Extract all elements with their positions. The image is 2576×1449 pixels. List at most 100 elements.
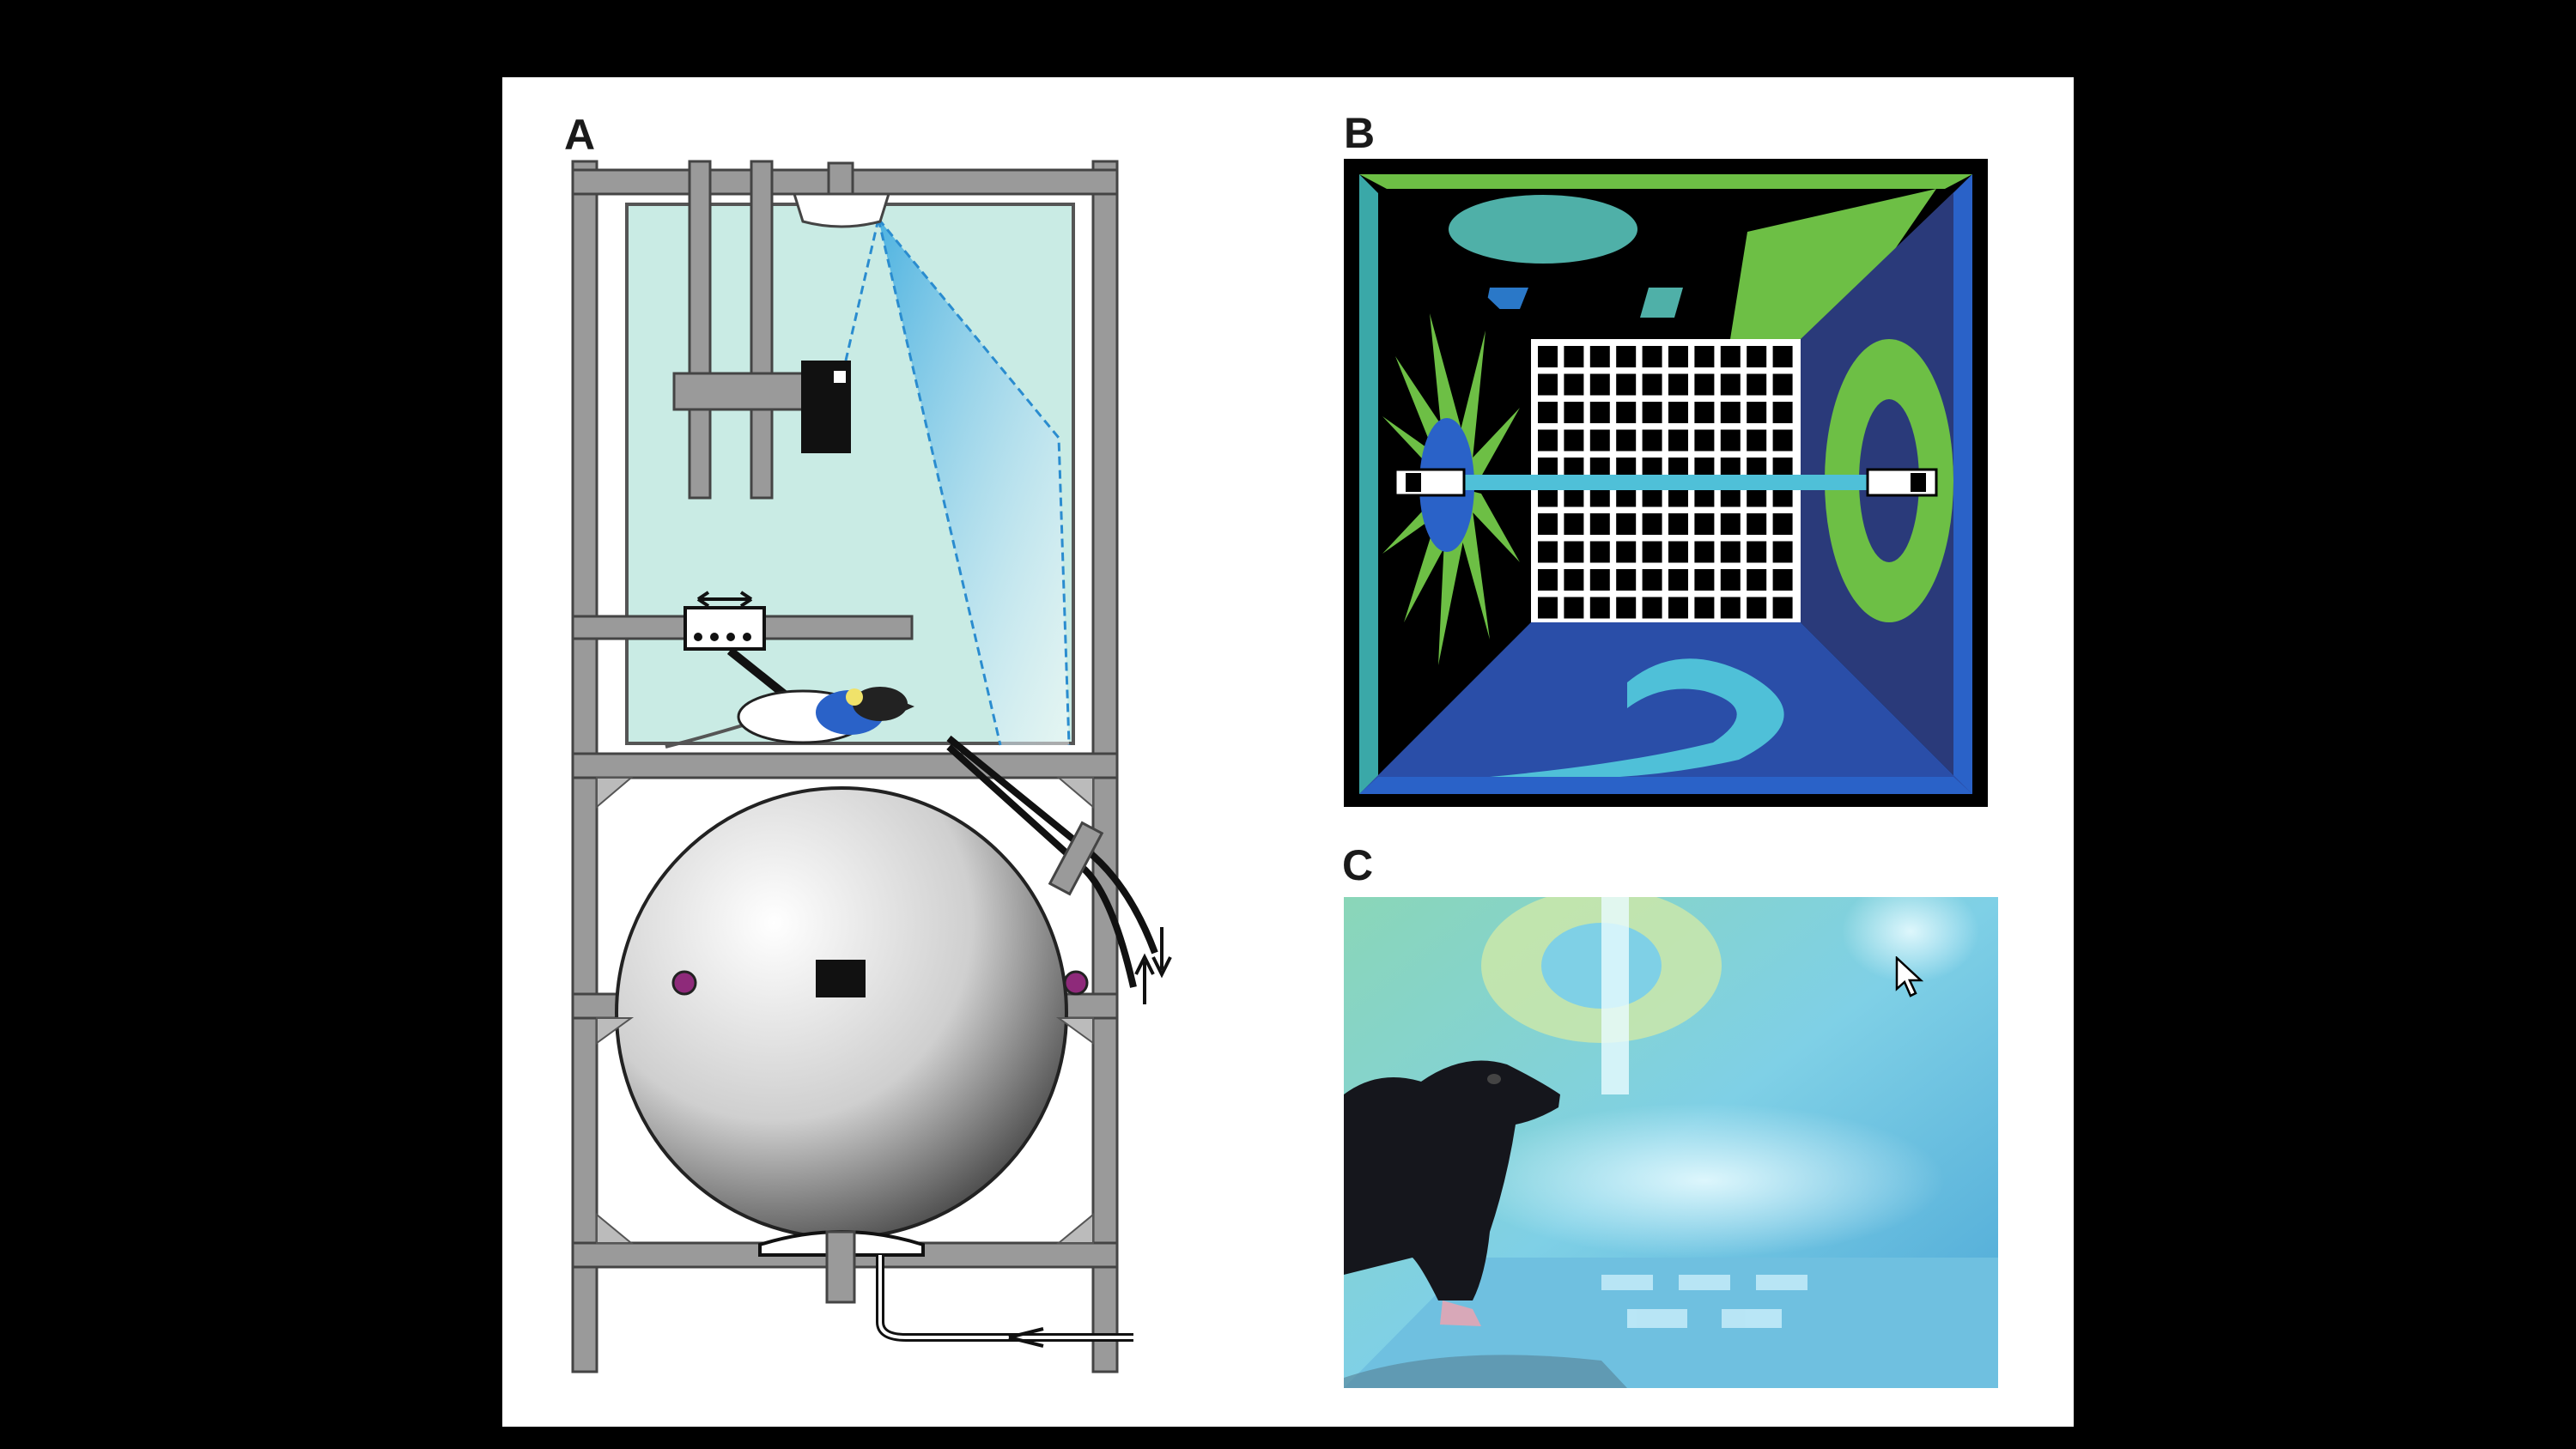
grid-cell — [1564, 541, 1584, 563]
grid-cell — [1616, 402, 1637, 423]
rat-illustration — [665, 687, 914, 749]
grid-cell — [1538, 402, 1558, 423]
grid-cell — [1694, 429, 1715, 452]
grid-cell — [1720, 346, 1741, 367]
projector-lens — [792, 192, 891, 228]
grid-cell — [1694, 541, 1715, 563]
grid-cell — [1720, 458, 1741, 479]
grid-cell — [1538, 569, 1558, 591]
grid-cell — [1694, 373, 1715, 396]
grid-cell — [1642, 541, 1662, 563]
apparatus-schematic — [571, 160, 1172, 1373]
grid-cell — [1564, 458, 1584, 479]
grid-cell — [1616, 513, 1637, 535]
grid-cell — [1772, 569, 1793, 591]
grid-cell — [1564, 513, 1584, 535]
grid-cell — [1720, 429, 1741, 452]
grid-cell — [1694, 458, 1715, 479]
grid-cell — [1564, 346, 1584, 367]
grid-cell — [1668, 485, 1688, 507]
grid-cell — [1668, 346, 1688, 367]
grid-cell — [1589, 429, 1610, 452]
grid-cell — [1616, 485, 1637, 507]
grid-cell — [1720, 373, 1741, 396]
grid-cell — [1772, 373, 1793, 396]
grid-cell — [1720, 597, 1741, 619]
grid-cell — [1642, 373, 1662, 396]
grid-cell — [1668, 429, 1688, 452]
rat-silhouette — [1344, 1060, 1560, 1326]
grid-cell — [1694, 402, 1715, 423]
grid-cell — [1772, 402, 1793, 423]
panel-label-b: B — [1344, 109, 1376, 157]
room-center-bar — [1404, 475, 1936, 490]
grid-cell — [1642, 402, 1662, 423]
grid-cell — [1642, 513, 1662, 535]
virtual-room-view — [1344, 159, 1988, 807]
grid-cell — [1668, 373, 1688, 396]
grid-cell — [1772, 485, 1793, 507]
grid-cell — [1589, 569, 1610, 591]
grid-cell — [1720, 485, 1741, 507]
projection-beam — [878, 219, 1069, 745]
grid-cell — [1747, 513, 1767, 535]
grid-cell — [1642, 458, 1662, 479]
grid-cell — [1668, 597, 1688, 619]
grid-cell — [1720, 513, 1741, 535]
grid-cell — [1747, 597, 1767, 619]
grid-cell — [1747, 373, 1767, 396]
air-supported-sphere — [615, 786, 1068, 1240]
grid-cell — [1616, 597, 1637, 619]
grid-cell — [1747, 458, 1767, 479]
mouse-pointer-icon — [1895, 956, 1924, 997]
grid-cell — [1642, 429, 1662, 452]
grid-cell — [1642, 569, 1662, 591]
grid-cell — [1616, 429, 1637, 452]
grid-cell — [1694, 513, 1715, 535]
grid-cell — [1720, 402, 1741, 423]
grid-cell — [1747, 402, 1767, 423]
grid-cell — [1589, 402, 1610, 423]
panel-label-a: A — [564, 111, 596, 159]
grid-cells — [1538, 346, 1793, 619]
grid-cell — [1642, 485, 1662, 507]
grid-cell — [1772, 513, 1793, 535]
grid-cell — [1564, 597, 1584, 619]
figure-panel: A B C — [502, 77, 2074, 1427]
grid-cell — [1589, 346, 1610, 367]
grid-cell — [1589, 373, 1610, 396]
tether-slider — [683, 606, 766, 651]
grid-cell — [1694, 346, 1715, 367]
grid-cell — [1668, 541, 1688, 563]
grid-cell — [1694, 597, 1715, 619]
grid-cell — [1747, 346, 1767, 367]
grid-cell — [1538, 541, 1558, 563]
grid-cell — [1589, 458, 1610, 479]
grid-cell — [1589, 513, 1610, 535]
grid-cell — [1720, 569, 1741, 591]
grid-cell — [1694, 485, 1715, 507]
grid-cell — [1720, 541, 1741, 563]
rat-photograph — [1344, 897, 1998, 1388]
panel-label-c: C — [1342, 841, 1374, 889]
grid-cell — [1616, 373, 1637, 396]
grid-cell — [1747, 485, 1767, 507]
grid-cell — [1538, 458, 1558, 479]
grid-cell — [1772, 346, 1793, 367]
grid-cell — [1668, 402, 1688, 423]
grid-cell — [1616, 346, 1637, 367]
grid-cell — [1538, 373, 1558, 396]
grid-cell — [1616, 541, 1637, 563]
grid-cell — [1589, 597, 1610, 619]
grid-cell — [1564, 429, 1584, 452]
grid-cell — [1694, 569, 1715, 591]
room-floor — [1359, 622, 1972, 794]
grid-cell — [1616, 569, 1637, 591]
grid-cell — [1772, 429, 1793, 452]
grid-cell — [1538, 597, 1558, 619]
grid-cell — [1642, 346, 1662, 367]
grid-cell — [1668, 458, 1688, 479]
grid-cell — [1564, 485, 1584, 507]
grid-cell — [1616, 458, 1637, 479]
grid-cell — [1668, 513, 1688, 535]
